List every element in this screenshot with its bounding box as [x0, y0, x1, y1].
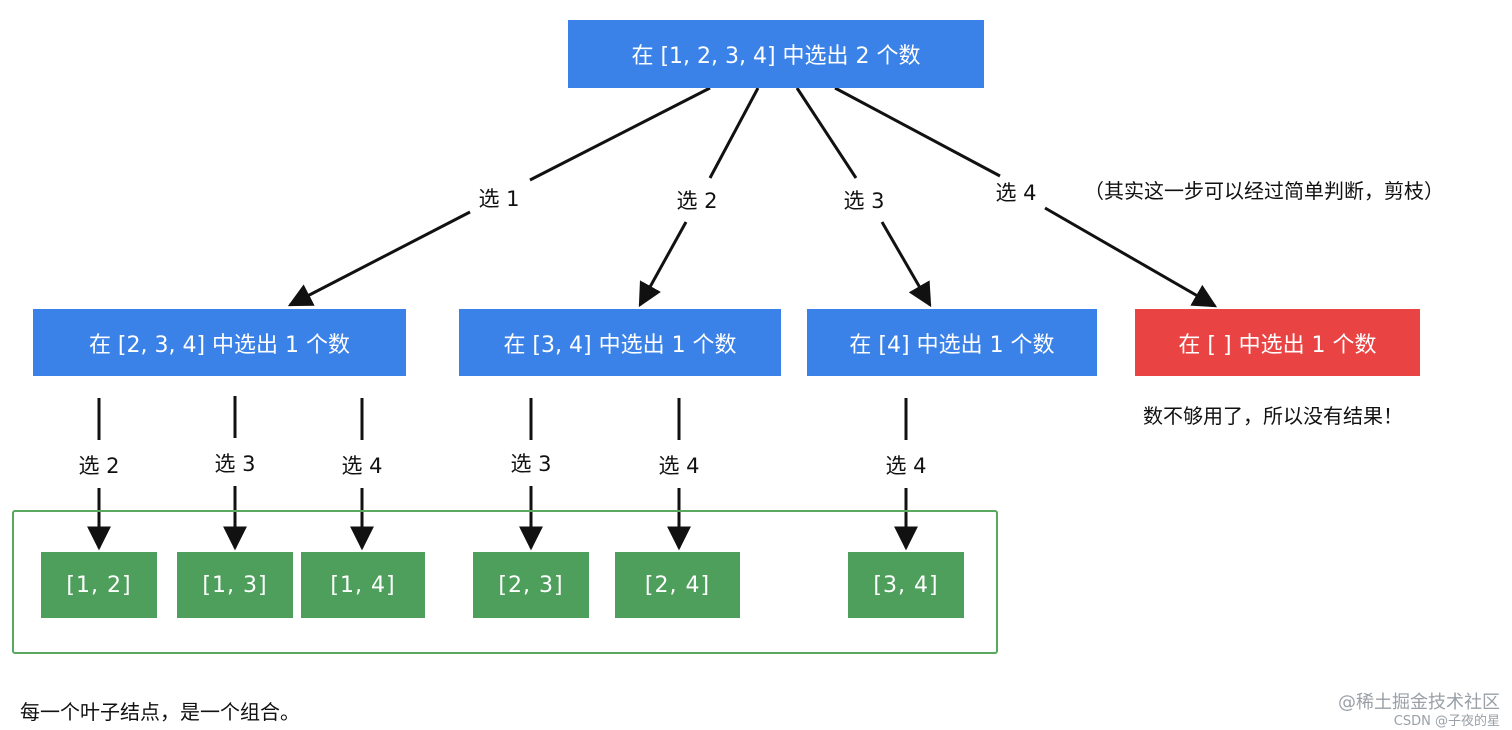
- leaf-1-2-text: [1, 2]: [66, 572, 132, 598]
- edge-label-choose-3: 选 3: [843, 189, 885, 213]
- leaf-2-4-text: [2, 4]: [644, 572, 711, 598]
- level1-node-b-text: 在 [3, 4] 中选出 1 个数: [503, 332, 737, 358]
- leaf-2-3: [2, 3]: [473, 552, 589, 618]
- edge-label-a-choose-2: 选 2: [78, 454, 120, 478]
- level1-node-a-text: 在 [2, 3, 4] 中选出 1 个数: [88, 332, 351, 358]
- root-node-text: 在 [1, 2, 3, 4] 中选出 2 个数: [631, 44, 921, 69]
- edge-root-c: [795, 87, 932, 308]
- leaf-1-4: [1, 4]: [301, 552, 425, 618]
- edge-label-a-choose-4: 选 4: [341, 454, 383, 478]
- edge-label-choose-1: 选 1: [478, 187, 520, 211]
- level1-node-c-text: 在 [4] 中选出 1 个数: [849, 332, 1055, 358]
- leaf-1-2: [1, 2]: [41, 552, 157, 618]
- leaf-group-frame: [12, 510, 998, 654]
- leaf-1-3-text: [1, 3]: [202, 572, 268, 598]
- leaf-3-4-text: [3, 4]: [873, 572, 939, 598]
- edge-root-b: [638, 87, 760, 308]
- leaf-2-4: [2, 4]: [615, 552, 740, 618]
- level1-node-c: 在 [4] 中选出 1 个数: [807, 309, 1097, 376]
- edge-label-choose-4: 选 4: [995, 181, 1037, 205]
- level1-node-d: 在 [ ] 中选出 1 个数: [1135, 309, 1420, 376]
- edge-root-a: [287, 86, 711, 307]
- edge-label-b-choose-3: 选 3: [510, 452, 552, 476]
- leaf-combination-note: 每一个叶子结点，是一个组合。: [20, 700, 300, 724]
- prune-note: （其实这一步可以经过简单判断，剪枝）: [1084, 179, 1444, 203]
- edge-root-d: [834, 86, 1218, 308]
- edge-label-choose-2: 选 2: [676, 189, 718, 213]
- leaf-1-4-text: [1, 4]: [330, 572, 396, 598]
- watermark-juejin: @稀土掘金技术社区: [1338, 692, 1500, 713]
- edge-label-b-choose-4: 选 4: [658, 454, 700, 478]
- no-result-note: 数不够用了，所以没有结果！: [1143, 404, 1403, 428]
- edge-label-a-choose-3: 选 3: [214, 452, 256, 476]
- leaf-1-3: [1, 3]: [177, 552, 293, 618]
- level1-node-d-text: 在 [ ] 中选出 1 个数: [1178, 332, 1377, 358]
- level1-node-b: 在 [3, 4] 中选出 1 个数: [459, 309, 781, 376]
- leaf-2-3-text: [2, 3]: [498, 572, 564, 598]
- level1-node-a: 在 [2, 3, 4] 中选出 1 个数: [33, 309, 406, 376]
- root-node: 在 [1, 2, 3, 4] 中选出 2 个数: [568, 20, 984, 88]
- watermark-csdn: CSDN @子夜的星: [1393, 714, 1500, 729]
- edge-label-c-choose-4: 选 4: [885, 454, 927, 478]
- leaf-3-4: [3, 4]: [848, 552, 964, 618]
